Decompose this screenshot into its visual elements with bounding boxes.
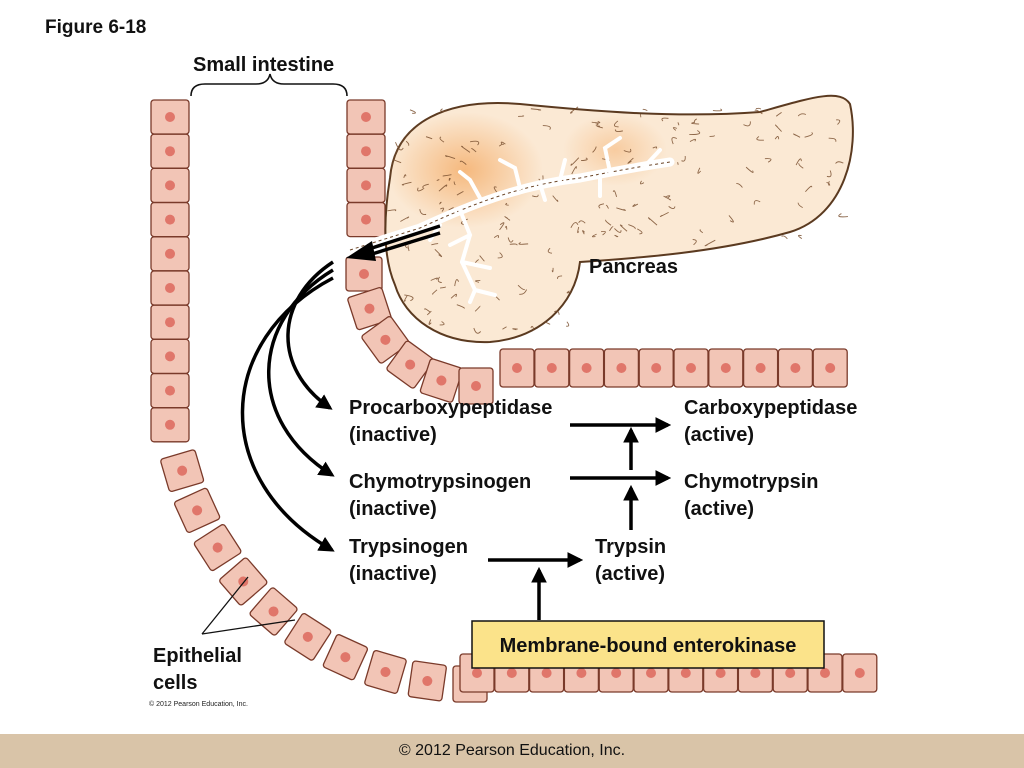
svg-text:(inactive): (inactive) [349, 563, 437, 585]
svg-text:Trypsinogen: Trypsinogen [349, 536, 468, 558]
epithelial-cell [345, 256, 383, 292]
epithelial-cell [534, 348, 570, 388]
epithelial-cells-label: Epithelial cells [153, 576, 296, 694]
svg-text:(active): (active) [684, 498, 754, 520]
figure-label: Figure 6-18 [45, 17, 146, 38]
pancreas-label: Pancreas [589, 256, 678, 278]
epithelial-cell [150, 270, 190, 306]
trypsinogen: Trypsinogen (inactive) [349, 536, 468, 585]
carboxypeptidase: Carboxypeptidase (active) [684, 397, 857, 446]
epithelial-cell [458, 367, 494, 405]
svg-text:Chymotrypsin: Chymotrypsin [684, 471, 818, 493]
svg-text:(inactive): (inactive) [349, 498, 437, 520]
epithelial-cell [812, 348, 848, 388]
epithelial-cell [284, 613, 332, 661]
epithelial-cell [150, 407, 190, 443]
svg-text:cells: cells [153, 672, 197, 694]
enzyme-activation-diagram: Figure 6-18 Small intestine Pancreas [45, 17, 878, 708]
epithelial-cell [322, 634, 368, 681]
small-intestine-label: Small intestine [193, 54, 334, 76]
svg-text:Epithelial: Epithelial [153, 645, 242, 667]
chymotrypsin: Chymotrypsin (active) [684, 471, 818, 520]
epithelial-cell [777, 348, 814, 388]
footer-bar: © 2012 Pearson Education, Inc. [0, 734, 1024, 768]
activation-arrows [488, 417, 672, 620]
svg-text:Chymotrypsinogen: Chymotrypsinogen [349, 471, 531, 493]
epithelial-cell [407, 660, 447, 702]
epithelial-cell [361, 316, 410, 364]
svg-text:(active): (active) [684, 424, 754, 446]
epithelial-cell [708, 348, 744, 388]
epithelial-cell [346, 99, 386, 135]
svg-text:(inactive): (inactive) [349, 424, 437, 446]
epithelial-cell [603, 348, 640, 388]
epithelial-cell [193, 524, 242, 572]
chymotrypsinogen: Chymotrypsinogen (inactive) [349, 471, 531, 520]
epithelial-cell [842, 653, 878, 693]
epithelial-cell [150, 201, 190, 238]
epithelial-cell [364, 649, 407, 694]
svg-text:Membrane-bound enterokinase: Membrane-bound enterokinase [500, 635, 797, 657]
svg-text:(active): (active) [595, 563, 665, 585]
epithelial-cell [673, 348, 709, 388]
small-copyright: © 2012 Pearson Education, Inc. [149, 700, 248, 708]
zymogen-release-arrows [240, 260, 335, 552]
epithelial-cell [150, 338, 190, 375]
epithelial-cell [150, 167, 190, 204]
small-intestine-brace [190, 73, 348, 97]
epithelial-cell [219, 557, 268, 606]
epithelial-cell [150, 236, 190, 272]
epithelial-cell [346, 167, 386, 204]
epithelial-cell [347, 287, 392, 331]
epithelial-cell [346, 133, 386, 169]
epithelial-cell [568, 348, 605, 388]
epithelial-cell [419, 358, 463, 403]
footer-copyright: © 2012 Pearson Education, Inc. [398, 742, 626, 759]
procarboxypeptidase: Procarboxypeptidase (inactive) [349, 397, 552, 446]
svg-text:Carboxypeptidase: Carboxypeptidase [684, 397, 857, 419]
epithelial-cell [160, 449, 205, 492]
epithelial-cell [150, 99, 190, 135]
epithelial-cell [150, 372, 190, 409]
epithelial-cell [150, 133, 190, 169]
epithelial-cell [742, 348, 779, 388]
enterokinase-box: Membrane-bound enterokinase [471, 620, 825, 669]
epithelial-cell [638, 348, 674, 388]
svg-text:Procarboxypeptidase: Procarboxypeptidase [349, 397, 552, 419]
svg-text:Trypsin: Trypsin [595, 536, 666, 558]
epithelial-cell [150, 304, 190, 340]
epithelial-cell [386, 340, 434, 389]
pancreas [345, 94, 854, 344]
epithelial-cell [346, 201, 386, 238]
epithelial-cell [499, 348, 535, 388]
secretion-arrow [346, 224, 441, 261]
epithelial-cell [174, 487, 221, 533]
trypsin: Trypsin (active) [595, 536, 666, 585]
epithelial-cell [249, 587, 298, 636]
